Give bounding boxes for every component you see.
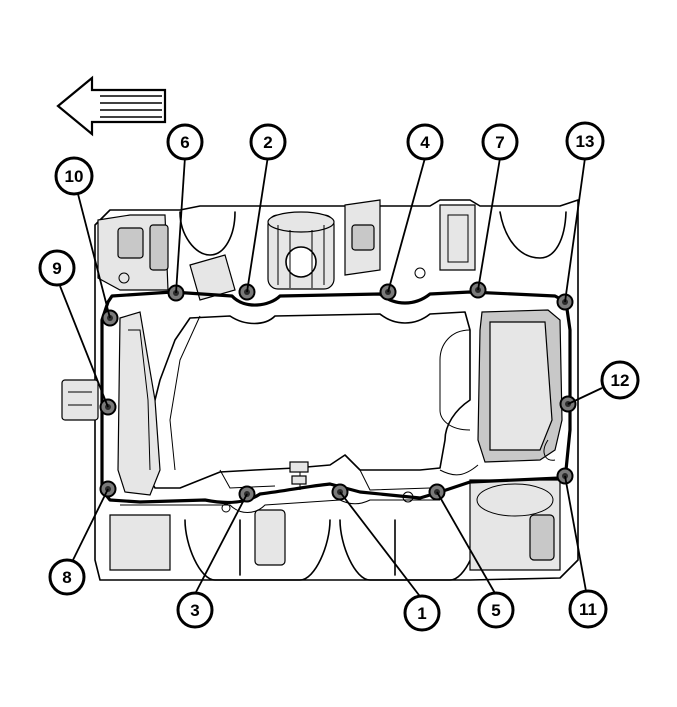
- oil-filter: [267, 211, 335, 290]
- callout-3-label: 3: [190, 601, 199, 620]
- callout-2-label: 2: [263, 133, 272, 152]
- callout-7-label: 7: [495, 133, 504, 152]
- callout-12-label: 12: [611, 371, 630, 390]
- callout-5-label: 5: [491, 601, 500, 620]
- lower-cylinders: [109, 479, 561, 581]
- oil-pan-inner-opening: [144, 311, 471, 489]
- callouts: 1 2 3 4 5 6 7 8: [38, 121, 640, 632]
- callout-leader-lines: [59, 155, 603, 600]
- callout-8: 8: [48, 558, 86, 596]
- front-direction-arrow-icon: [56, 75, 167, 137]
- callout-12: 12: [600, 360, 640, 400]
- oil-pan: [100, 290, 572, 513]
- upper-block-details: [97, 199, 567, 301]
- side-bracket: [61, 379, 99, 421]
- engine-block: [61, 199, 579, 581]
- callout-6-label: 6: [180, 133, 189, 152]
- callout-2: 2: [249, 123, 287, 161]
- callout-3: 3: [176, 591, 214, 629]
- callout-4-label: 4: [420, 133, 430, 152]
- callout-11-label: 11: [579, 600, 597, 619]
- callout-10: 10: [54, 156, 94, 196]
- callout-10-label: 10: [65, 167, 84, 186]
- callout-13-label: 13: [576, 132, 595, 151]
- callout-1-label: 1: [417, 604, 426, 623]
- callout-8-label: 8: [62, 568, 71, 587]
- callout-5: 5: [477, 591, 515, 629]
- callout-7: 7: [481, 123, 519, 161]
- callout-4: 4: [406, 123, 444, 161]
- callout-1: 1: [403, 594, 441, 632]
- callout-9-label: 9: [52, 259, 61, 278]
- callout-11: 11: [568, 589, 608, 629]
- callout-13: 13: [565, 121, 605, 161]
- callout-6: 6: [166, 123, 204, 161]
- callout-9: 9: [38, 249, 76, 287]
